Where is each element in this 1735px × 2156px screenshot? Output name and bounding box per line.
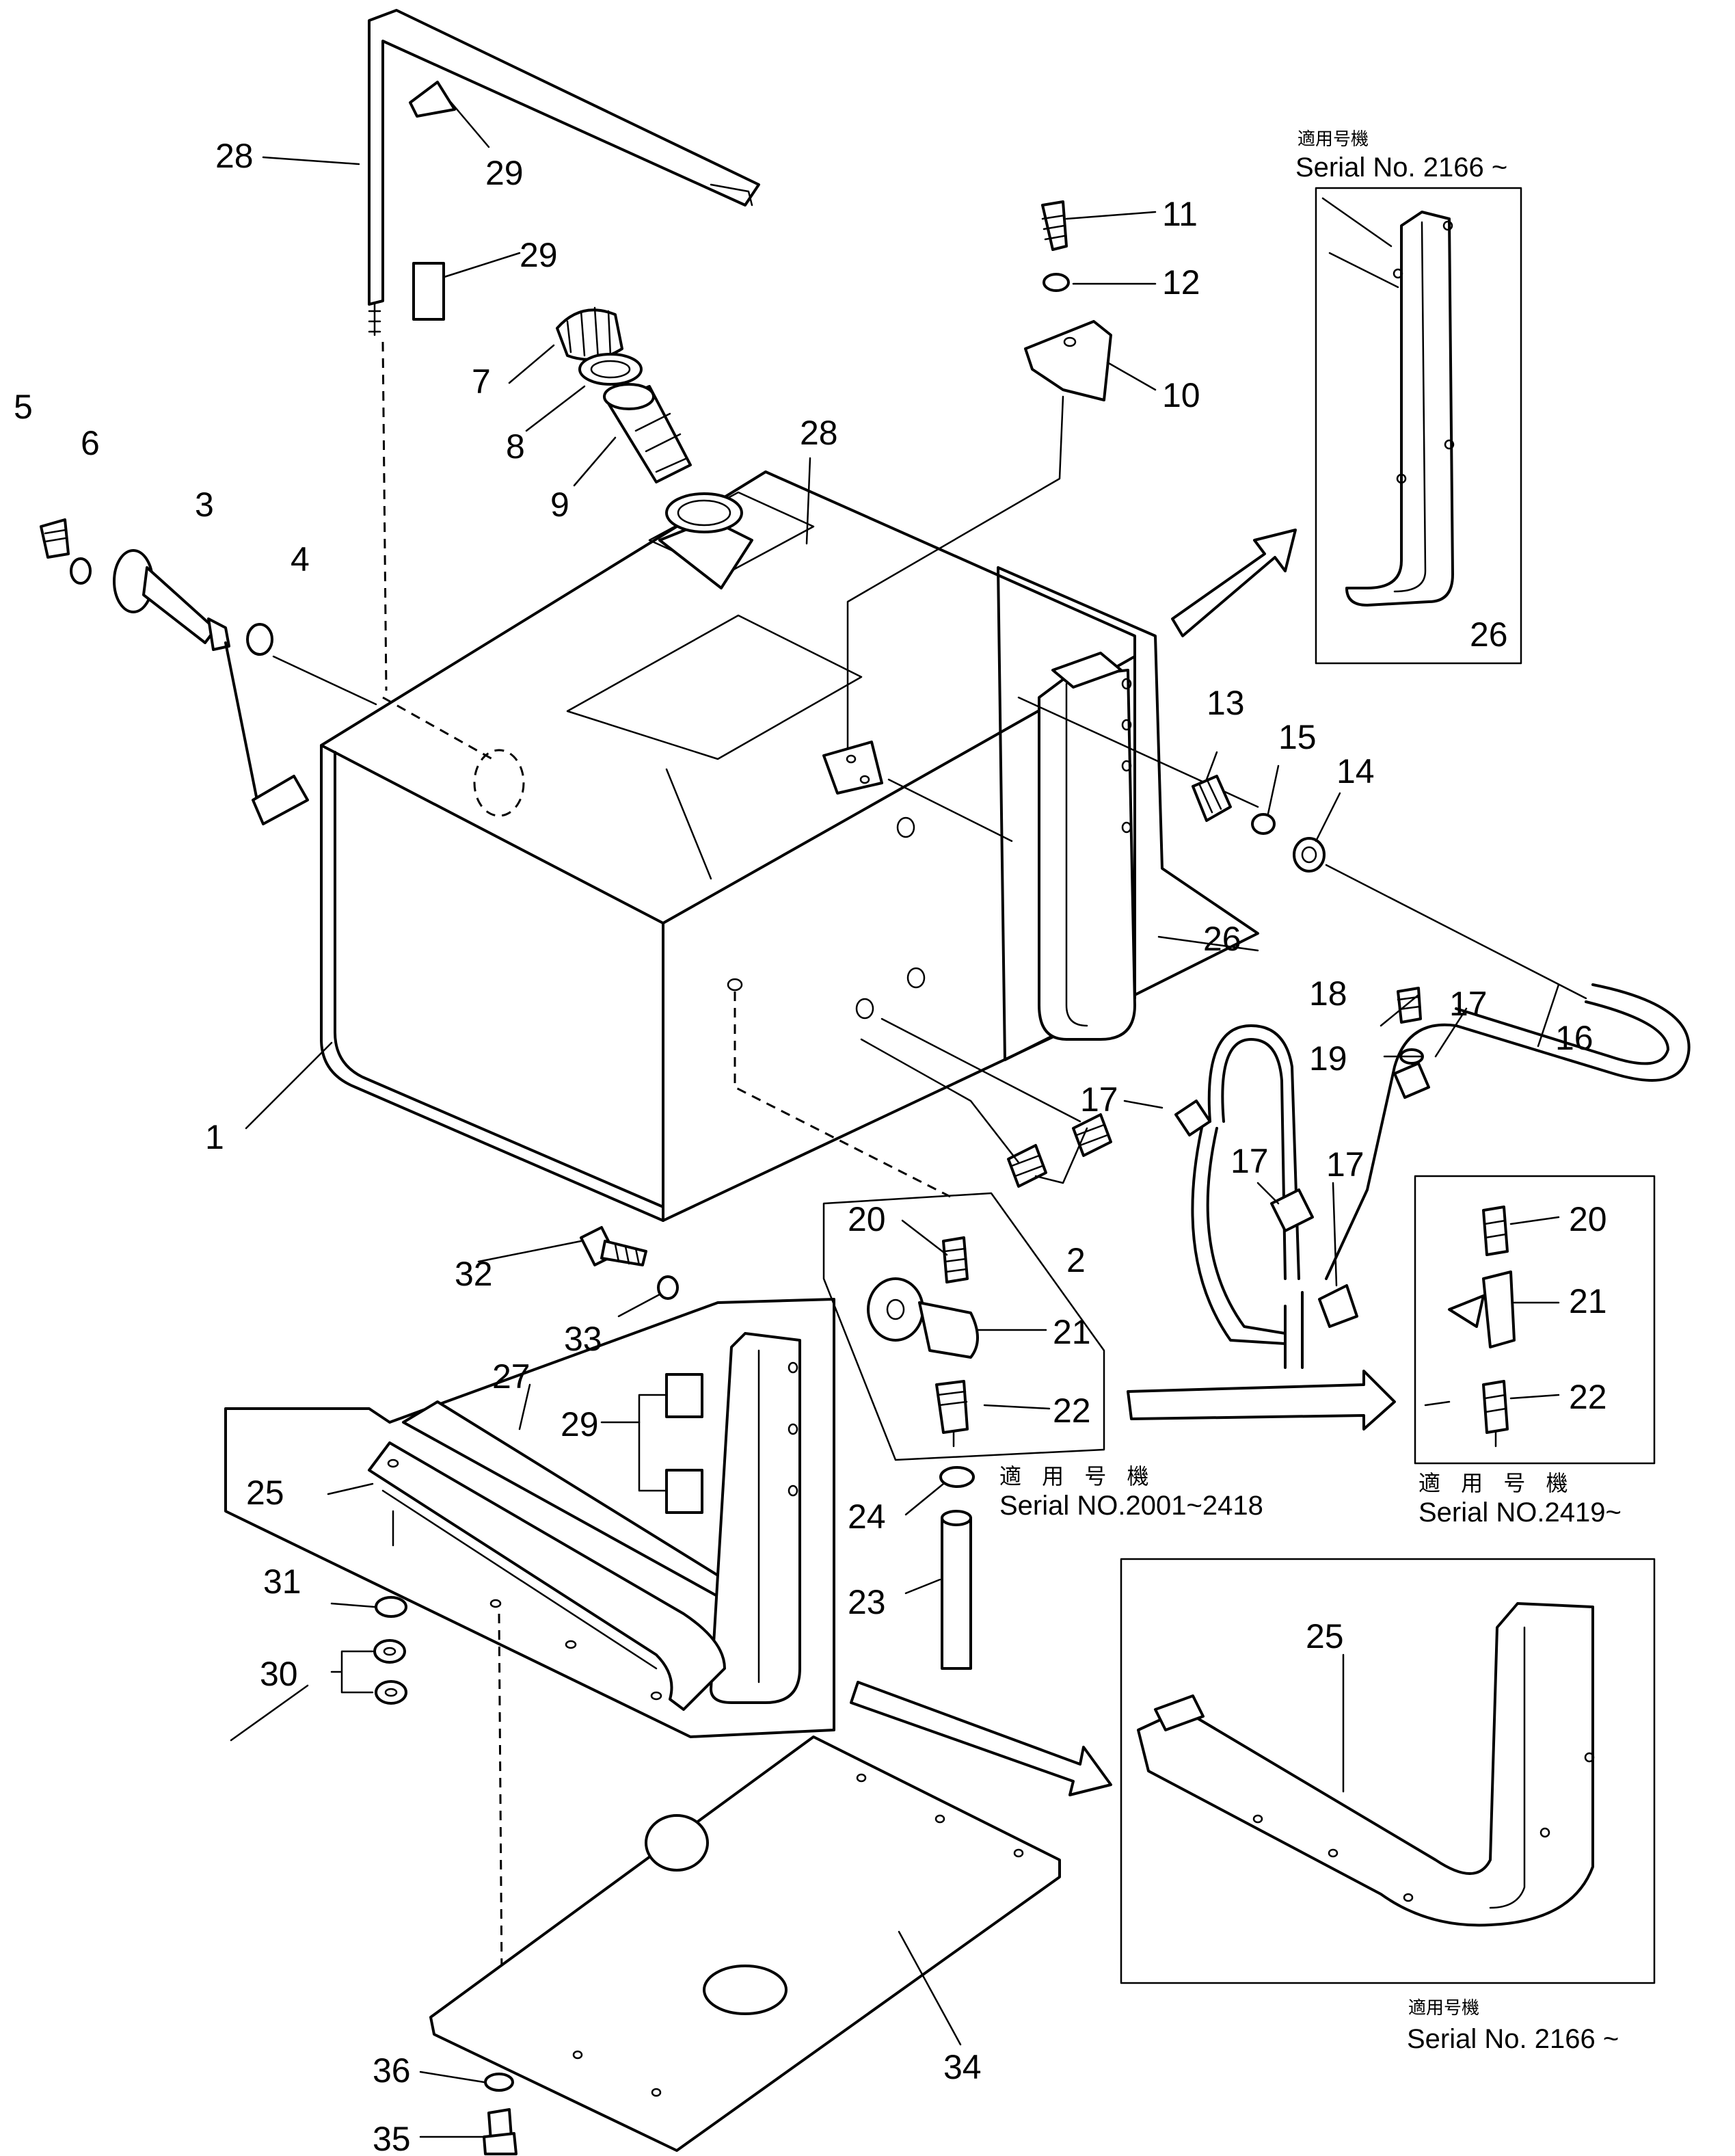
callout-25a: 25 [246,1474,284,1512]
callout-17b: 17 [1080,1080,1118,1119]
callout-30: 30 [260,1655,298,1693]
fuel-level-sender [40,518,377,825]
callout-29c: 29 [561,1405,599,1443]
callout-12: 12 [1162,263,1200,302]
leader-lines [230,101,1560,2138]
callout-18: 18 [1309,974,1347,1013]
callout-20b: 20 [1569,1200,1607,1238]
note-applicable-right: 適 用 号 機 [1418,1470,1575,1496]
tank-band-right [997,566,1259,1061]
callout-31: 31 [263,1562,301,1601]
callout-6: 6 [81,424,100,462]
note-serial-2166-top: Serial No. 2166 ~ [1295,152,1507,183]
under-cover [429,1735,1061,2152]
drain-valve-box-a [822,1192,1105,1461]
callout-22a: 22 [1053,1392,1091,1430]
callout-19: 19 [1309,1039,1347,1078]
callout-33: 33 [564,1320,602,1358]
drain-plugs [860,1017,1112,1188]
callout-16: 16 [1555,1019,1593,1057]
note-serial-2001-2418: Serial NO.2001~2418 [999,1491,1263,1521]
drain-hose [939,1466,975,1670]
callout-4: 4 [291,540,310,578]
inset-band-26 [1315,187,1522,665]
callout-17a: 17 [1449,985,1488,1023]
return-fittings [1192,775,1587,1000]
fuel-return-hose [1174,983,1691,1369]
bracket-assembly [822,200,1112,842]
callout-34: 34 [943,2048,982,2086]
callout-15: 15 [1278,718,1317,756]
indication-arrows [850,529,1396,1796]
callout-20a: 20 [848,1200,886,1238]
fuel-tank [320,470,1136,1222]
callout-26a: 26 [1203,920,1241,958]
tank-band-top [368,9,760,691]
callout-32: 32 [455,1255,493,1293]
callout-21b: 21 [1569,1282,1607,1320]
callout-11: 11 [1162,195,1198,233]
inset-band-25 [1120,1558,1656,1984]
callout-26b: 26 [1470,615,1508,654]
callout-17d: 17 [1326,1145,1364,1184]
serial-notes: 適用号機 Serial No. 2166 ~ 適 用 号 機 Serial NO… [999,129,1622,2054]
callout-8: 8 [506,427,525,466]
drain-valve-box-b [1414,1175,1656,1465]
tank-band-bottom [368,1441,726,2073]
cover-bolt [483,2073,517,2155]
note-applicable-top: 適用号機 [1297,129,1369,150]
note-applicable-bottom: 適用号機 [1408,1998,1479,2019]
callout-1: 1 [205,1118,224,1156]
callout-2: 2 [1066,1241,1086,1279]
filler-neck [658,492,753,589]
note-serial-2166-bottom: Serial No. 2166 ~ [1407,2024,1619,2054]
callout-17c: 17 [1230,1142,1269,1180]
band-nuts [373,1596,407,1705]
callout-21a: 21 [1053,1313,1091,1351]
callout-28b: 28 [800,414,838,452]
callout-13: 13 [1207,684,1245,722]
callout-35: 35 [373,2120,411,2156]
callout-3: 3 [195,485,214,524]
note-applicable-mid: 適 用 号 機 [999,1463,1156,1489]
callout-36: 36 [373,2051,411,2090]
filler-cap-assembly [556,306,692,483]
callout-10: 10 [1162,376,1200,414]
callout-7: 7 [472,362,491,401]
callout-5: 5 [14,388,33,426]
callout-25b: 25 [1306,1617,1344,1655]
callout-27: 27 [492,1357,530,1396]
callout-14: 14 [1336,752,1375,790]
band-bolt [580,1226,679,1300]
callout-29a: 29 [485,154,524,192]
callout-29b: 29 [520,236,558,274]
callout-28a: 28 [215,137,254,175]
tank-band-front [224,1298,835,1738]
callout-9: 9 [550,485,569,524]
callout-22b: 22 [1569,1378,1607,1416]
note-serial-2419: Serial NO.2419~ [1418,1498,1622,1528]
callout-23: 23 [848,1583,886,1621]
callout-labels: 1 2 3 4 5 6 7 8 9 10 11 12 13 14 15 16 1… [14,137,1607,2156]
callout-24: 24 [848,1498,886,1536]
